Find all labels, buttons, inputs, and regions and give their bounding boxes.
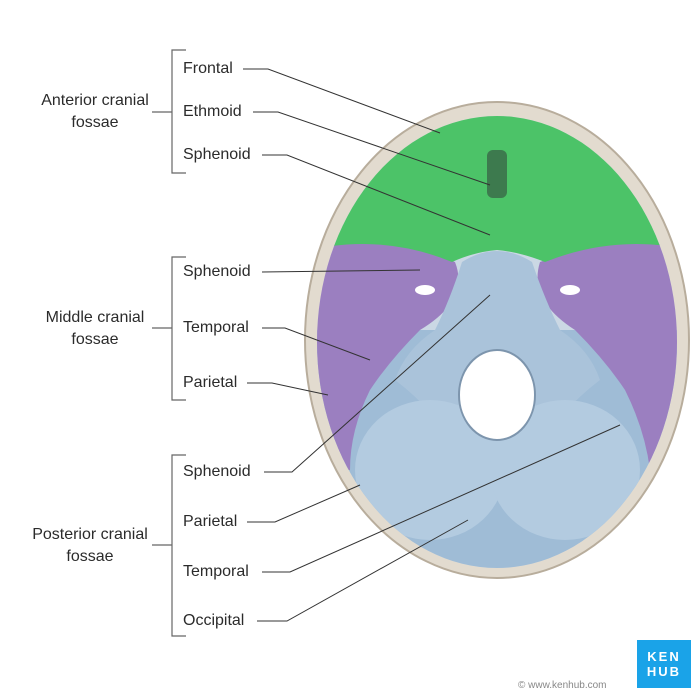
label-anterior-sphenoid: Sphenoid (183, 146, 251, 163)
leader-posterior-parietal (247, 484, 361, 523)
group-title-anterior-line2: fossae (71, 114, 119, 131)
foramen-magnum (458, 349, 536, 441)
bracket-middle (152, 256, 186, 401)
bracket-posterior (152, 454, 186, 637)
cribriform-plate (487, 150, 507, 198)
kenhub-logo-line1: KEN (647, 649, 681, 664)
group-title-anterior-line1: Anterior cranial (41, 92, 149, 109)
label-posterior-parietal: Parietal (183, 513, 238, 530)
leader-posterior-temporal (262, 424, 621, 573)
group-title-posterior-line2: fossae (66, 548, 114, 565)
group-title-anterior: Anterior cranial fossae (20, 90, 170, 134)
group-title-middle-line2: fossae (71, 331, 119, 348)
kenhub-logo[interactable]: KEN HUB (637, 640, 691, 688)
middle-fossa-left (317, 243, 459, 470)
cerebellar-fossa-right (490, 400, 640, 540)
label-posterior-temporal: Temporal (183, 563, 249, 580)
label-anterior-frontal: Frontal (183, 60, 233, 77)
leader-posterior-occipital (257, 519, 469, 622)
copyright-credit: © www.kenhub.com (518, 680, 607, 691)
leader-anterior-frontal (243, 68, 441, 134)
foramen-right (560, 285, 580, 295)
leader-middle-sphenoid (261, 269, 421, 273)
group-title-posterior: Posterior cranial fossae (10, 524, 170, 568)
leader-middle-parietal (247, 382, 329, 396)
label-middle-sphenoid: Sphenoid (183, 263, 251, 280)
cerebellar-fossa-left (355, 400, 505, 540)
label-middle-temporal: Temporal (183, 319, 249, 336)
group-title-middle: Middle cranial fossae (20, 307, 170, 351)
foramen-left (415, 285, 435, 295)
bracket-anterior (152, 49, 186, 174)
leader-middle-temporal (262, 327, 371, 361)
label-posterior-occipital: Occipital (183, 612, 245, 629)
kenhub-logo-line2: HUB (646, 664, 682, 679)
leader-posterior-sphenoid (264, 294, 491, 473)
leader-anterior-ethmoid (253, 111, 491, 186)
group-title-middle-line1: Middle cranial (45, 309, 145, 326)
leader-anterior-sphenoid (262, 154, 491, 236)
label-posterior-sphenoid: Sphenoid (183, 463, 251, 480)
label-middle-parietal: Parietal (183, 374, 238, 391)
middle-fossa-right (537, 243, 677, 470)
label-anterior-ethmoid: Ethmoid (183, 103, 242, 120)
group-title-posterior-line1: Posterior cranial (32, 526, 148, 543)
